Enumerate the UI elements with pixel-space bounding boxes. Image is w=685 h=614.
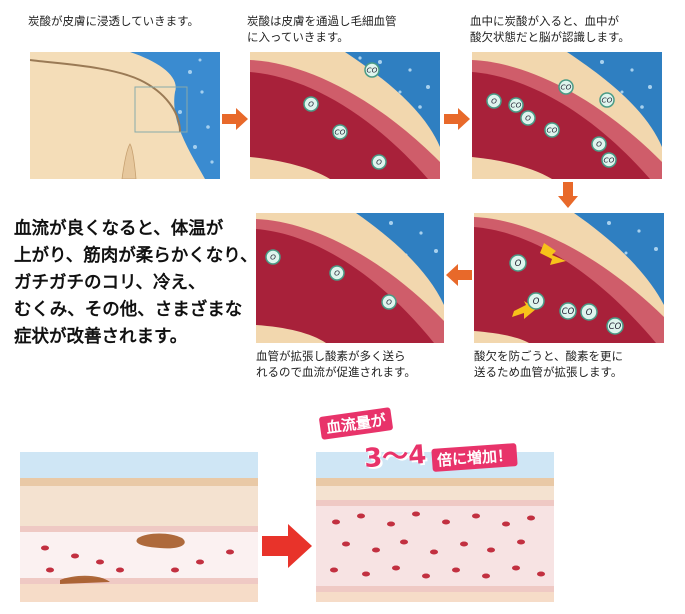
caption-step4-line1: 血管が拡張し酸素が多く送ら bbox=[256, 349, 406, 363]
svg-text:O: O bbox=[270, 253, 276, 262]
caption-step2-line1: 炭酸は皮膚を通過し毛細血管 bbox=[247, 14, 397, 28]
svg-text:O: O bbox=[515, 258, 522, 268]
summary-line: 症状が改善されます。 bbox=[14, 327, 188, 347]
panel-blood-flow bbox=[256, 213, 444, 343]
co2-bubble: CO bbox=[559, 302, 577, 320]
oxygen-bubble: O bbox=[381, 294, 397, 310]
caption-step3-line1: 血中に炭酸が入ると、血中が bbox=[470, 14, 620, 28]
arrow-right-icon bbox=[222, 108, 248, 134]
panel-vessel-dilation bbox=[474, 213, 664, 343]
svg-text:O: O bbox=[596, 140, 602, 149]
co2-bubble: CO bbox=[508, 97, 524, 113]
oxygen-bubble: O bbox=[509, 254, 527, 272]
summary-line: ガチガチのコリ、冷え、 bbox=[14, 273, 206, 293]
caption-step5-line1: 酸欠を防ごうと、酸素を更に bbox=[474, 349, 624, 363]
oxygen-bubble: O bbox=[371, 154, 387, 170]
co2-bubble: CO bbox=[558, 79, 574, 95]
svg-text:O: O bbox=[525, 114, 531, 123]
svg-text:CO: CO bbox=[602, 96, 613, 105]
dilation-arrow-icon bbox=[540, 243, 566, 265]
caption-step1: 炭酸が皮膚に浸透していきます。 bbox=[28, 14, 200, 28]
co2-bubble: CO bbox=[544, 122, 560, 138]
oxygen-bubble: O bbox=[329, 265, 345, 281]
panel-skin-penetration bbox=[30, 52, 220, 179]
svg-text:O: O bbox=[308, 100, 314, 109]
co2-bubble: CO bbox=[606, 317, 624, 335]
increase-banner: 血流量が 3〜4 倍に増加！ bbox=[314, 407, 544, 474]
summary-text: 血流が良くなると、体温が 上がり、筋肉が柔らかくなり、 ガチガチのコリ、冷え、 … bbox=[14, 216, 258, 351]
oxygen-bubble: O bbox=[527, 292, 545, 310]
co2-bubble: CO bbox=[332, 124, 348, 140]
svg-text:CO: CO bbox=[547, 126, 558, 135]
svg-text:O: O bbox=[334, 269, 340, 278]
arrow-right-big-icon bbox=[262, 524, 312, 572]
oxygen-bubble: O bbox=[486, 93, 502, 109]
co2-bubble: CO bbox=[364, 62, 380, 78]
co2-bubble: CO bbox=[599, 92, 615, 108]
svg-text:CO: CO bbox=[562, 306, 575, 316]
arrow-down-icon bbox=[558, 182, 578, 212]
banner-increase: 倍に増加！ bbox=[431, 443, 518, 472]
svg-text:O: O bbox=[533, 296, 540, 306]
oxygen-bubble: O bbox=[520, 110, 536, 126]
svg-text:CO: CO bbox=[561, 83, 572, 92]
svg-text:CO: CO bbox=[367, 66, 378, 75]
caption-step3-line2: 酸欠状態だと脳が認識します。 bbox=[470, 30, 630, 44]
caption-step2-line2: に入っていきます。 bbox=[247, 30, 349, 44]
svg-text:O: O bbox=[491, 97, 497, 106]
oxygen-bubble: O bbox=[265, 249, 281, 265]
svg-text:CO: CO bbox=[604, 156, 615, 165]
panel-increased-flow bbox=[316, 452, 554, 602]
svg-text:O: O bbox=[386, 298, 392, 307]
banner-multiplier: 3〜4 bbox=[363, 439, 428, 475]
svg-text:O: O bbox=[376, 158, 382, 167]
svg-text:O: O bbox=[586, 307, 593, 317]
caption-step5-line2: 送るため血管が拡張します。 bbox=[474, 365, 623, 379]
summary-line: 血流が良くなると、体温が bbox=[14, 219, 224, 239]
banner-blood-flow: 血流量が bbox=[318, 407, 394, 440]
arrow-right-icon bbox=[444, 108, 470, 134]
summary-line: むくみ、その他、さまざまな bbox=[14, 300, 243, 320]
svg-text:CO: CO bbox=[335, 128, 346, 137]
panel-co2-absorption bbox=[20, 452, 258, 602]
svg-text:CO: CO bbox=[511, 101, 522, 110]
summary-line: 上がり、筋肉が柔らかくなり、 bbox=[14, 246, 258, 266]
caption-step4-line2: れるので血流が促進されます。 bbox=[256, 365, 416, 379]
panel-capillary-entry bbox=[250, 52, 440, 179]
oxygen-bubble: O bbox=[303, 96, 319, 112]
arrow-left-icon bbox=[446, 264, 472, 290]
oxygen-bubble: O bbox=[580, 303, 598, 321]
co2-bubble: CO bbox=[601, 152, 617, 168]
svg-text:CO: CO bbox=[609, 321, 622, 331]
oxygen-bubble: O bbox=[591, 136, 607, 152]
